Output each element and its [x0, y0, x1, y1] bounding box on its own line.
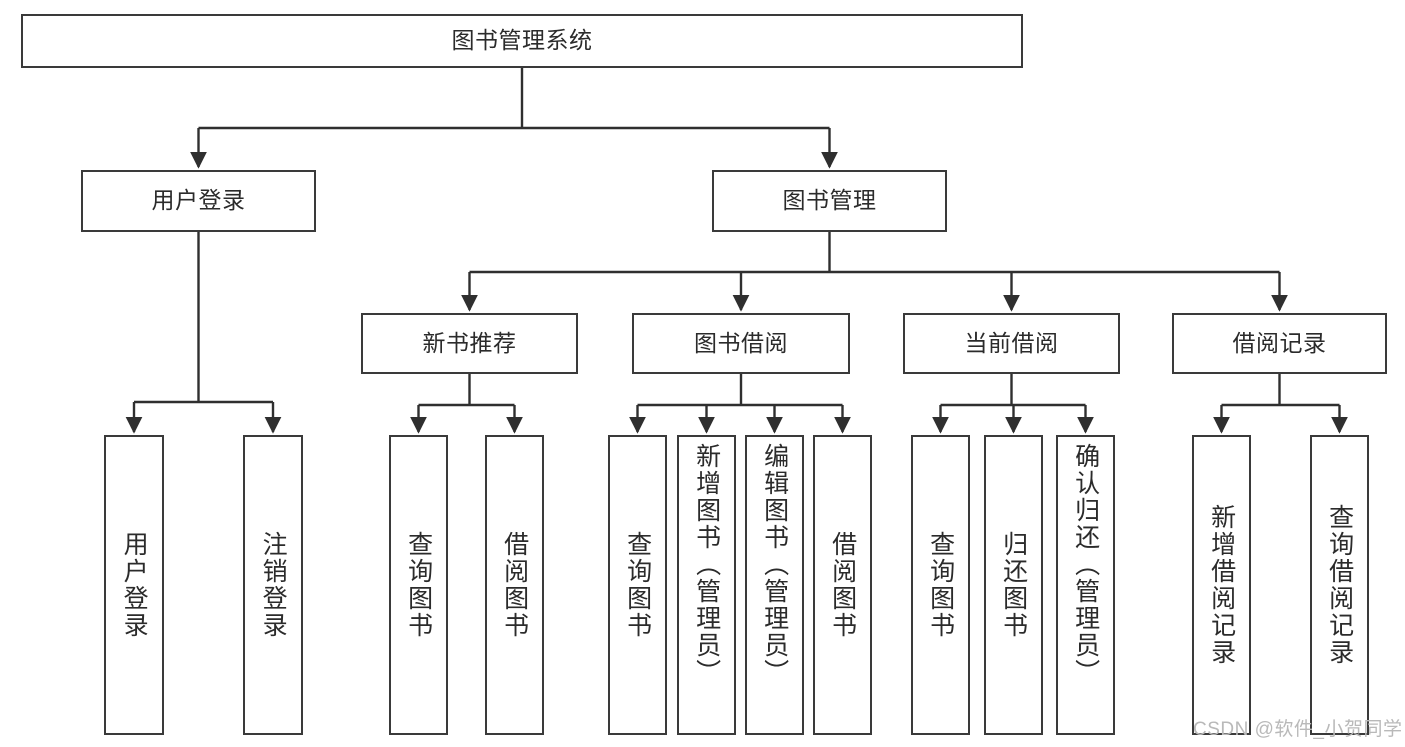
node-label: 确认归还（管理员）: [1071, 443, 1100, 686]
node-leaf-add-book[interactable]: 新增图书（管理员）: [677, 435, 736, 735]
node-leaf-return-book[interactable]: 归还图书: [984, 435, 1043, 735]
node-user-login[interactable]: 用户登录: [81, 170, 316, 232]
node-leaf-query-book-recommend[interactable]: 查询图书: [389, 435, 448, 735]
node-label: 编辑图书（管理员）: [760, 443, 789, 686]
node-leaf-confirm-return[interactable]: 确认归还（管理员）: [1056, 435, 1115, 735]
node-root[interactable]: 图书管理系统: [21, 14, 1023, 68]
node-label: 新增借阅记录: [1207, 504, 1236, 666]
csdn-watermark: CSDN @软件_小贺同学: [1193, 719, 1403, 740]
node-current-borrow[interactable]: 当前借阅: [903, 313, 1120, 374]
node-label: 新增图书（管理员）: [692, 443, 721, 686]
node-leaf-borrow-book[interactable]: 借阅图书: [813, 435, 872, 735]
node-label: 注销登录: [259, 531, 288, 639]
node-new-book-recommend[interactable]: 新书推荐: [361, 313, 578, 374]
node-label: 查询图书: [404, 531, 433, 639]
node-leaf-user-login[interactable]: 用户登录: [104, 435, 164, 735]
node-label: 用户登录: [120, 531, 149, 639]
node-label: 查询图书: [623, 531, 652, 639]
node-label: 用户登录: [151, 187, 246, 214]
node-label: 归还图书: [999, 531, 1028, 639]
node-book-manage[interactable]: 图书管理: [712, 170, 947, 232]
node-leaf-logout[interactable]: 注销登录: [243, 435, 303, 735]
node-label: 图书管理: [782, 187, 877, 214]
node-label: 图书借阅: [694, 329, 788, 356]
node-leaf-query-book[interactable]: 查询图书: [608, 435, 667, 735]
node-leaf-query-book-current[interactable]: 查询图书: [911, 435, 970, 735]
node-label: 借阅记录: [1232, 329, 1327, 356]
node-label: 新书推荐: [422, 329, 517, 356]
node-label: 查询借阅记录: [1325, 504, 1354, 666]
node-book-borrow[interactable]: 图书借阅: [632, 313, 850, 374]
node-leaf-edit-book[interactable]: 编辑图书（管理员）: [745, 435, 804, 735]
node-label: 查询图书: [926, 531, 955, 639]
node-leaf-borrow-book-recommend[interactable]: 借阅图书: [485, 435, 544, 735]
node-leaf-query-borrow-record[interactable]: 查询借阅记录: [1310, 435, 1369, 735]
node-label: 借阅图书: [500, 531, 529, 639]
node-label: 图书管理系统: [451, 27, 593, 54]
node-borrow-record[interactable]: 借阅记录: [1172, 313, 1387, 374]
node-leaf-add-borrow-record[interactable]: 新增借阅记录: [1192, 435, 1251, 735]
node-label: 当前借阅: [964, 329, 1059, 356]
node-label: 借阅图书: [828, 531, 857, 639]
